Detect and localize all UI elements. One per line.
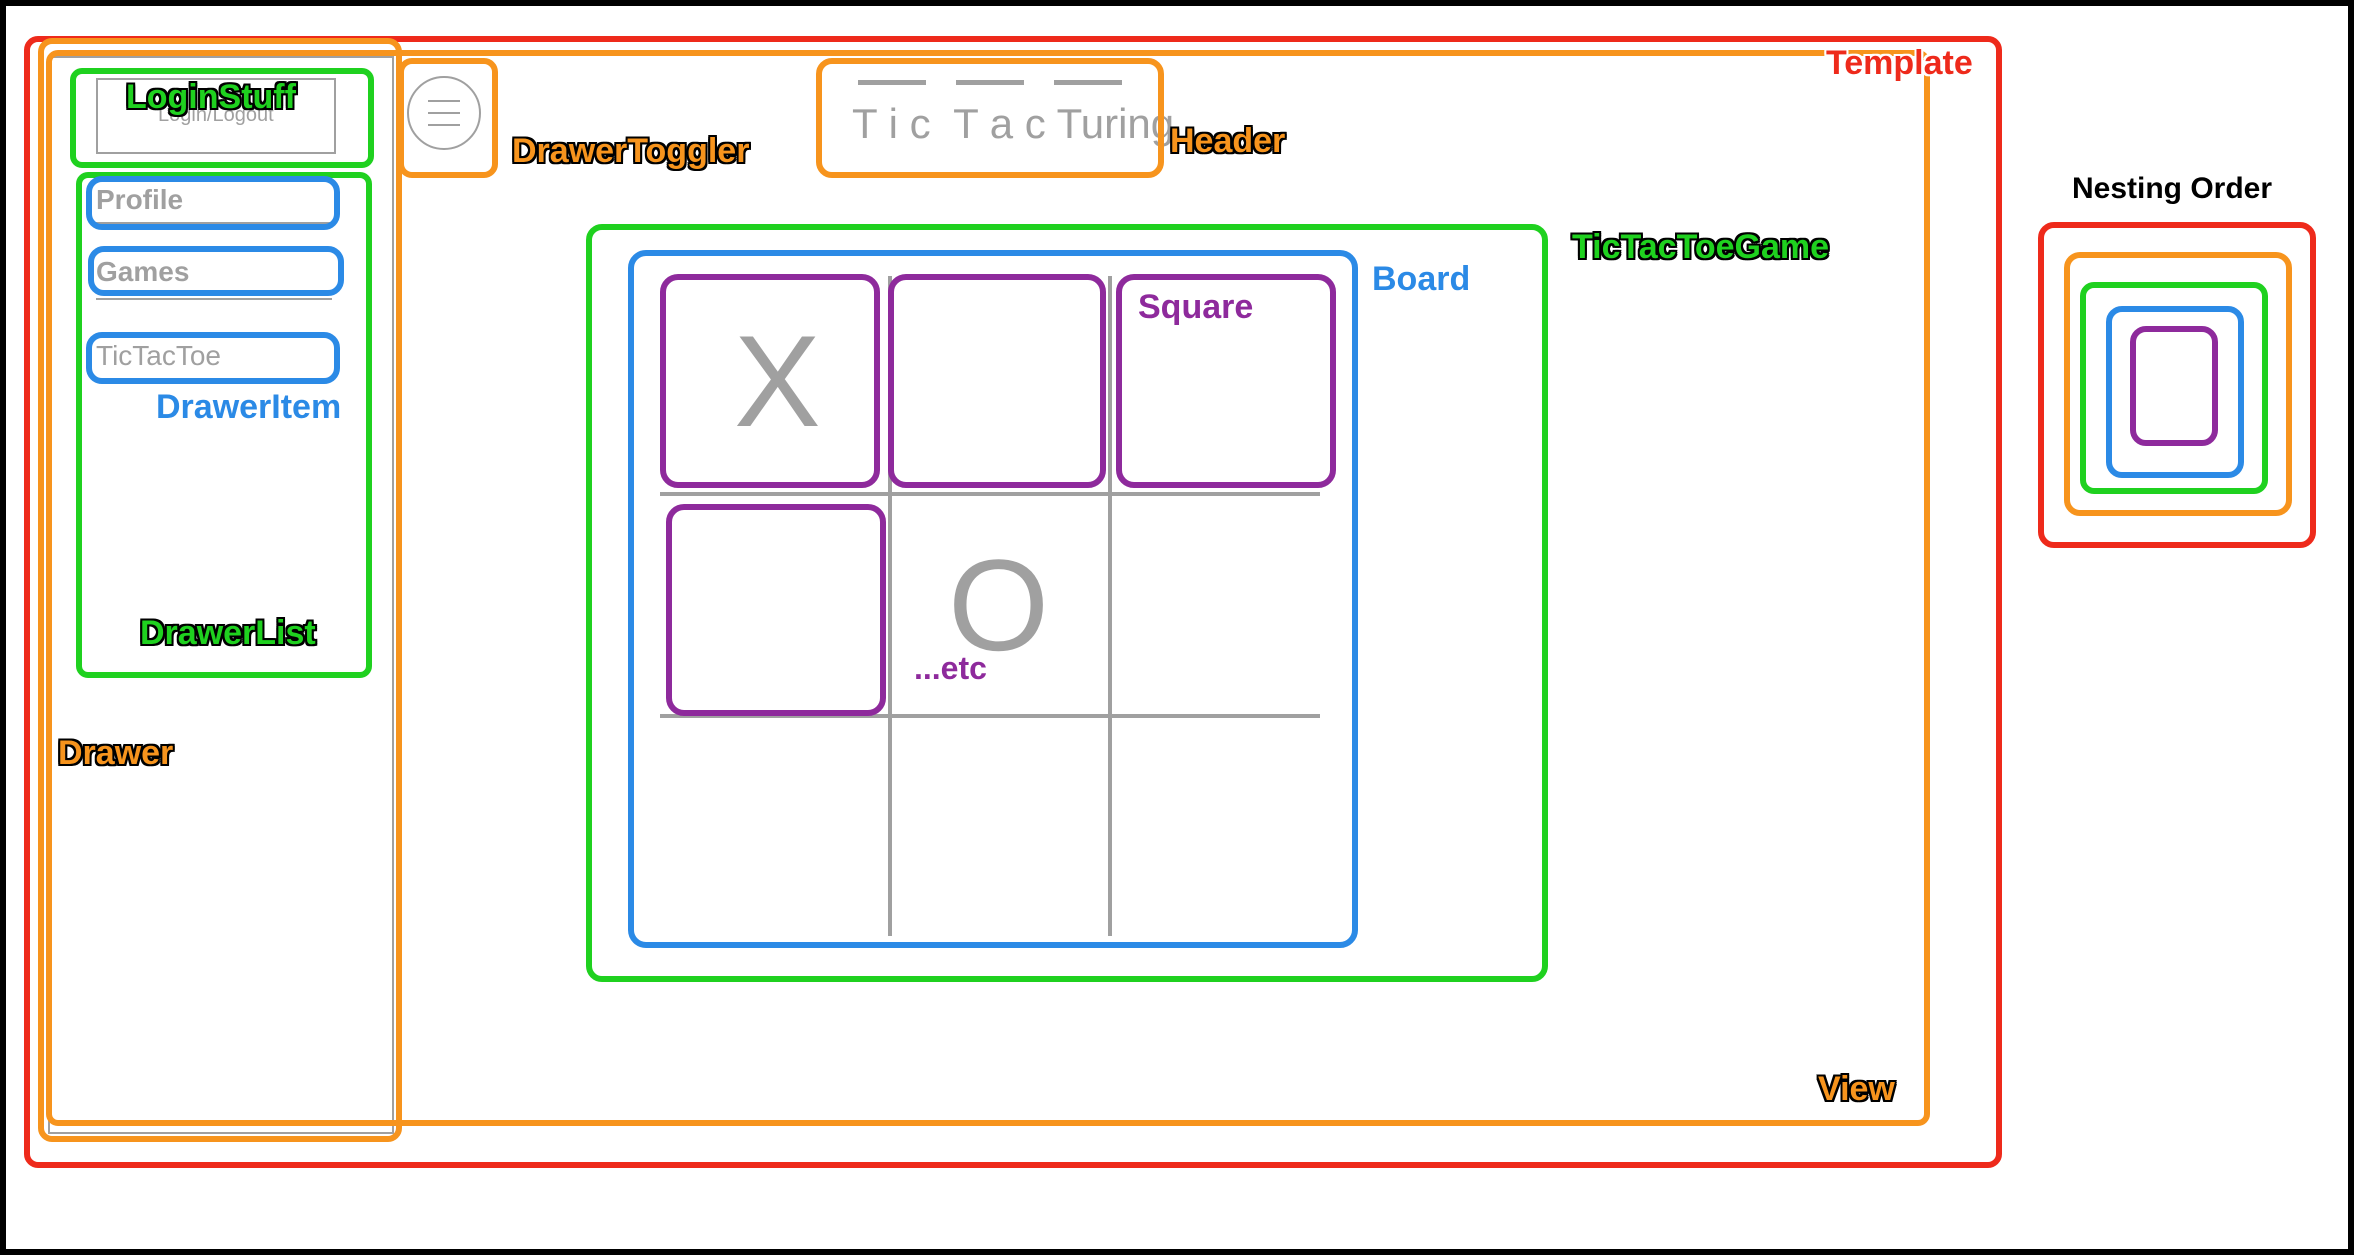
drawer-item-divider <box>96 222 332 224</box>
label-drawer-toggler: DrawerToggler <box>512 132 750 170</box>
header-box <box>816 58 1164 178</box>
label-tic-tac-toe-game: TicTacToeGame <box>1572 228 1829 266</box>
login-stuff-box <box>70 68 374 168</box>
square-box <box>1116 274 1336 488</box>
label-header: Header <box>1170 122 1286 160</box>
board-mark-o: O <box>948 532 1050 678</box>
label-board: Board <box>1372 260 1471 298</box>
grid-line-vertical <box>1108 276 1112 936</box>
drawer-item-box-games <box>88 246 344 296</box>
drawer-item-profile[interactable]: Profile <box>96 184 184 215</box>
square-box <box>660 274 880 488</box>
label-drawer: Drawer <box>58 734 174 772</box>
login-logout-label: Login/Logout <box>158 104 274 126</box>
drawer-toggle-button[interactable] <box>407 76 481 150</box>
nesting-green-box <box>2080 282 2268 494</box>
board-box <box>628 250 1358 948</box>
header-dash <box>956 80 1024 85</box>
drawer-item-divider <box>96 298 332 300</box>
grid-line-horizontal <box>660 492 1320 496</box>
drawer-list-box <box>76 172 372 678</box>
drawer-item-box-profile <box>86 176 340 230</box>
drawer-toggler-box <box>398 58 498 178</box>
header-title: T i c T a c Turing <box>852 100 1175 147</box>
label-drawer-list: DrawerList <box>140 614 316 652</box>
label-nesting-order: Nesting Order <box>2072 172 2273 205</box>
grid-line-horizontal <box>660 714 1320 718</box>
header-dash <box>1054 80 1122 85</box>
label-template: Template <box>1826 44 1973 82</box>
board-mark-x: X <box>734 308 821 454</box>
square-box <box>888 274 1106 488</box>
view-box <box>46 50 1930 1126</box>
label-etc: ...etc <box>914 650 987 686</box>
label-view: View <box>1818 1070 1895 1108</box>
login-logout-button[interactable]: Login/Logout <box>96 78 336 154</box>
label-square: Square <box>1138 288 1254 326</box>
tic-tac-toe-game-box <box>586 224 1548 982</box>
header-dash <box>858 80 926 85</box>
nesting-purple-box <box>2130 326 2218 446</box>
drawer-item-tictactoe[interactable]: TicTacToe <box>96 340 222 371</box>
label-drawer-item: DrawerItem <box>156 388 342 426</box>
nesting-blue-box <box>2106 306 2244 478</box>
hamburger-menu-icon <box>428 100 460 126</box>
square-box <box>666 504 886 716</box>
drawer-box <box>38 38 402 1142</box>
drawer-item-games[interactable]: Games <box>96 256 190 287</box>
nesting-orange-box <box>2064 252 2292 516</box>
drawer-item-box-tictactoe <box>86 332 340 384</box>
grid-line-vertical <box>888 276 892 936</box>
label-login-stuff: LoginStuff <box>126 78 296 116</box>
nesting-red-box <box>2038 222 2316 548</box>
template-box <box>24 36 2002 1168</box>
